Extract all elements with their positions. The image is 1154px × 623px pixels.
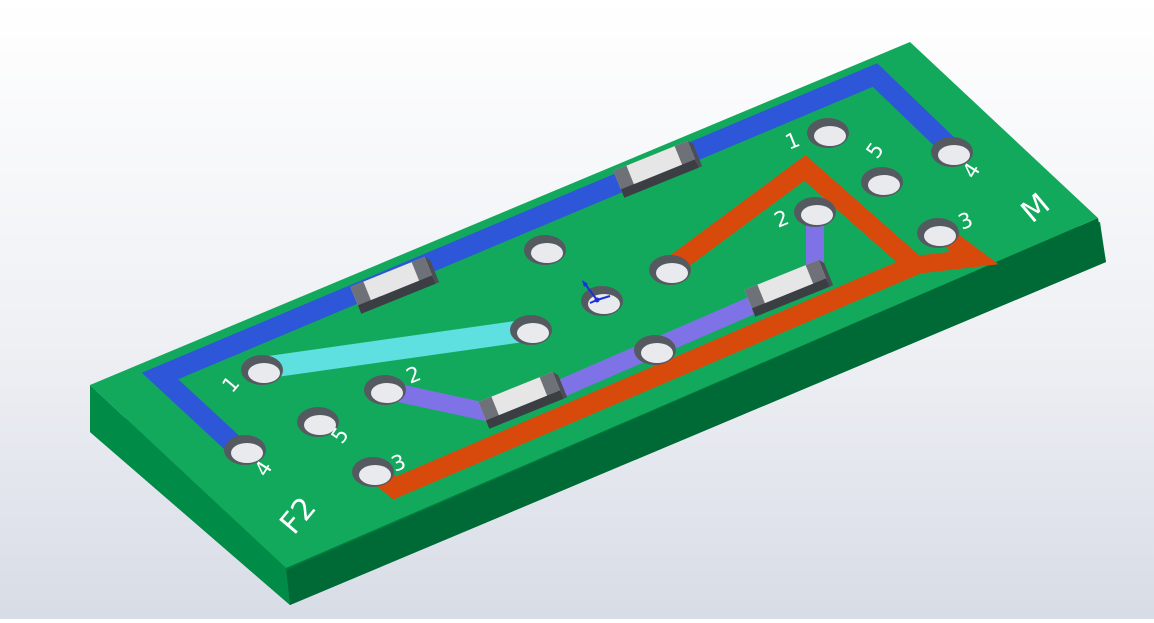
hole-m-1: [807, 118, 849, 148]
hole-mid-a: [524, 235, 566, 265]
smd-component-2[interactable]: [613, 139, 703, 198]
pcb-board: [90, 42, 1106, 605]
hole-mid-c: [581, 286, 623, 316]
hole-f2-5: [297, 407, 339, 437]
board-right-face: [286, 218, 1106, 605]
smd-component-3[interactable]: [478, 370, 568, 429]
hole-f2-2: [364, 375, 406, 405]
hole-m-3: [917, 218, 959, 248]
hole-f2-1: [241, 355, 283, 385]
hole-m-2: [794, 197, 836, 227]
hole-mid-e: [634, 335, 676, 365]
hole-m-5: [861, 167, 903, 197]
smd-component-4[interactable]: [744, 258, 834, 317]
hole-m-4: [931, 137, 973, 167]
trace-cyan: [251, 319, 541, 379]
board-left-face: [90, 385, 290, 605]
trace-blue: [141, 63, 962, 460]
hole-mid-b: [510, 315, 552, 345]
hole-f2-3: [352, 457, 394, 487]
smd-components: [350, 139, 834, 429]
smd-component-1[interactable]: [350, 255, 440, 314]
through-holes: [224, 118, 973, 487]
hole-mid-d: [649, 255, 691, 285]
origin-triad-icon[interactable]: [582, 280, 611, 304]
hole-f2-4: [224, 435, 266, 465]
